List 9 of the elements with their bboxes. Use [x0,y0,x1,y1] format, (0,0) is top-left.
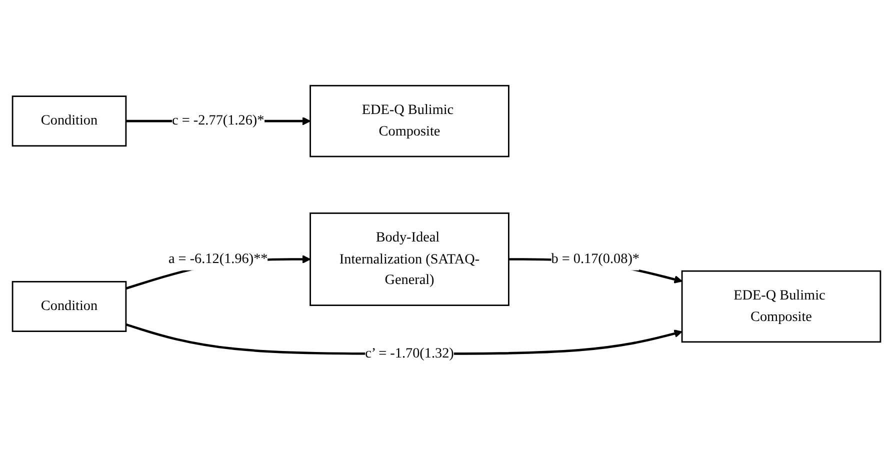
node-box: EDE-Q Bulimic Composite [681,270,882,343]
node-box: Body-Ideal Internalization (SATAQ-General) [310,212,510,306]
node-box: Condition [12,280,127,332]
node-box: EDE-Q Bulimic Composite [310,84,510,158]
edge-label: c’ = -1.70(1.32) [365,346,454,362]
edge-label: c = -2.77(1.26)* [172,113,264,128]
node-box: Condition [12,96,127,147]
edge-label: b = 0.17(0.08)* [551,251,640,267]
edge-label: a = -6.12(1.96)** [168,251,268,267]
